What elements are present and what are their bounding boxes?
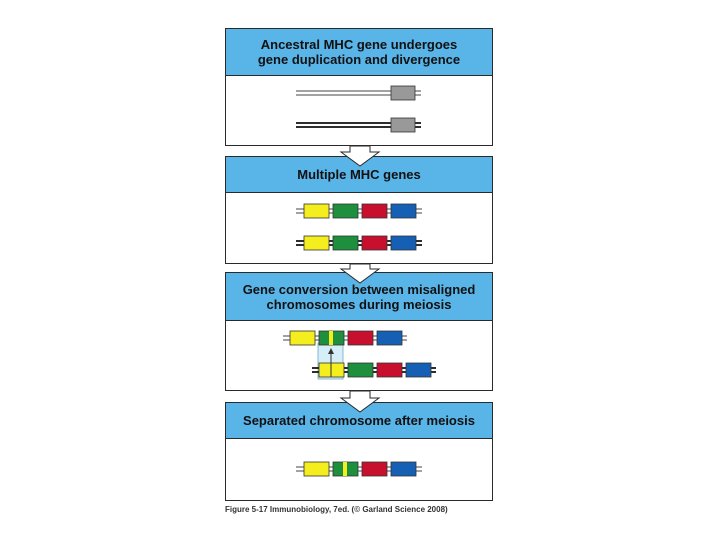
gene-blue (405, 362, 432, 378)
down-arrow-2 (339, 263, 381, 284)
step-separated-title: Separated chromosome after meiosis (226, 403, 492, 439)
ancestral-chromosome-bottom (296, 117, 421, 133)
gene-green (347, 362, 374, 378)
multi-gene-chromosome-bottom (296, 235, 422, 251)
ancestral-chromosome-top (296, 85, 421, 101)
misaligned-chromosome-top (283, 330, 407, 346)
gene-blue (390, 235, 417, 251)
gene-yellow (303, 461, 330, 477)
multi-gene-chromosome-top (296, 203, 422, 219)
converted-yellow-stripe (343, 462, 347, 476)
gene-red (347, 330, 374, 346)
step-ancestral-panel: Ancestral MHC gene undergoes gene duplic… (225, 28, 493, 146)
down-arrow-3 (339, 390, 381, 413)
gene-red (361, 235, 388, 251)
gene-blue (390, 203, 417, 219)
gene-red (361, 461, 388, 477)
figure-caption: Figure 5-17 Immunobiology, 7ed. (© Garla… (225, 505, 448, 514)
down-arrow-1 (339, 145, 381, 167)
gene-blue (390, 461, 417, 477)
gene-blue (376, 330, 403, 346)
misaligned-chromosome-bottom (312, 362, 436, 378)
converted-yellow-stripe (329, 331, 333, 345)
gene-yellow (303, 235, 330, 251)
ancestral-gene (390, 85, 416, 101)
ancestral-gene (390, 117, 416, 133)
step-separated-panel: Separated chromosome after meiosis (225, 402, 493, 501)
gene-yellow (303, 203, 330, 219)
gene-green (332, 235, 359, 251)
gene-yellow (289, 330, 316, 346)
step-ancestral-title: Ancestral MHC gene undergoes gene duplic… (226, 29, 492, 76)
separated-chromosome (296, 461, 422, 477)
gene-red (376, 362, 403, 378)
gene-red (361, 203, 388, 219)
gene-green (332, 203, 359, 219)
